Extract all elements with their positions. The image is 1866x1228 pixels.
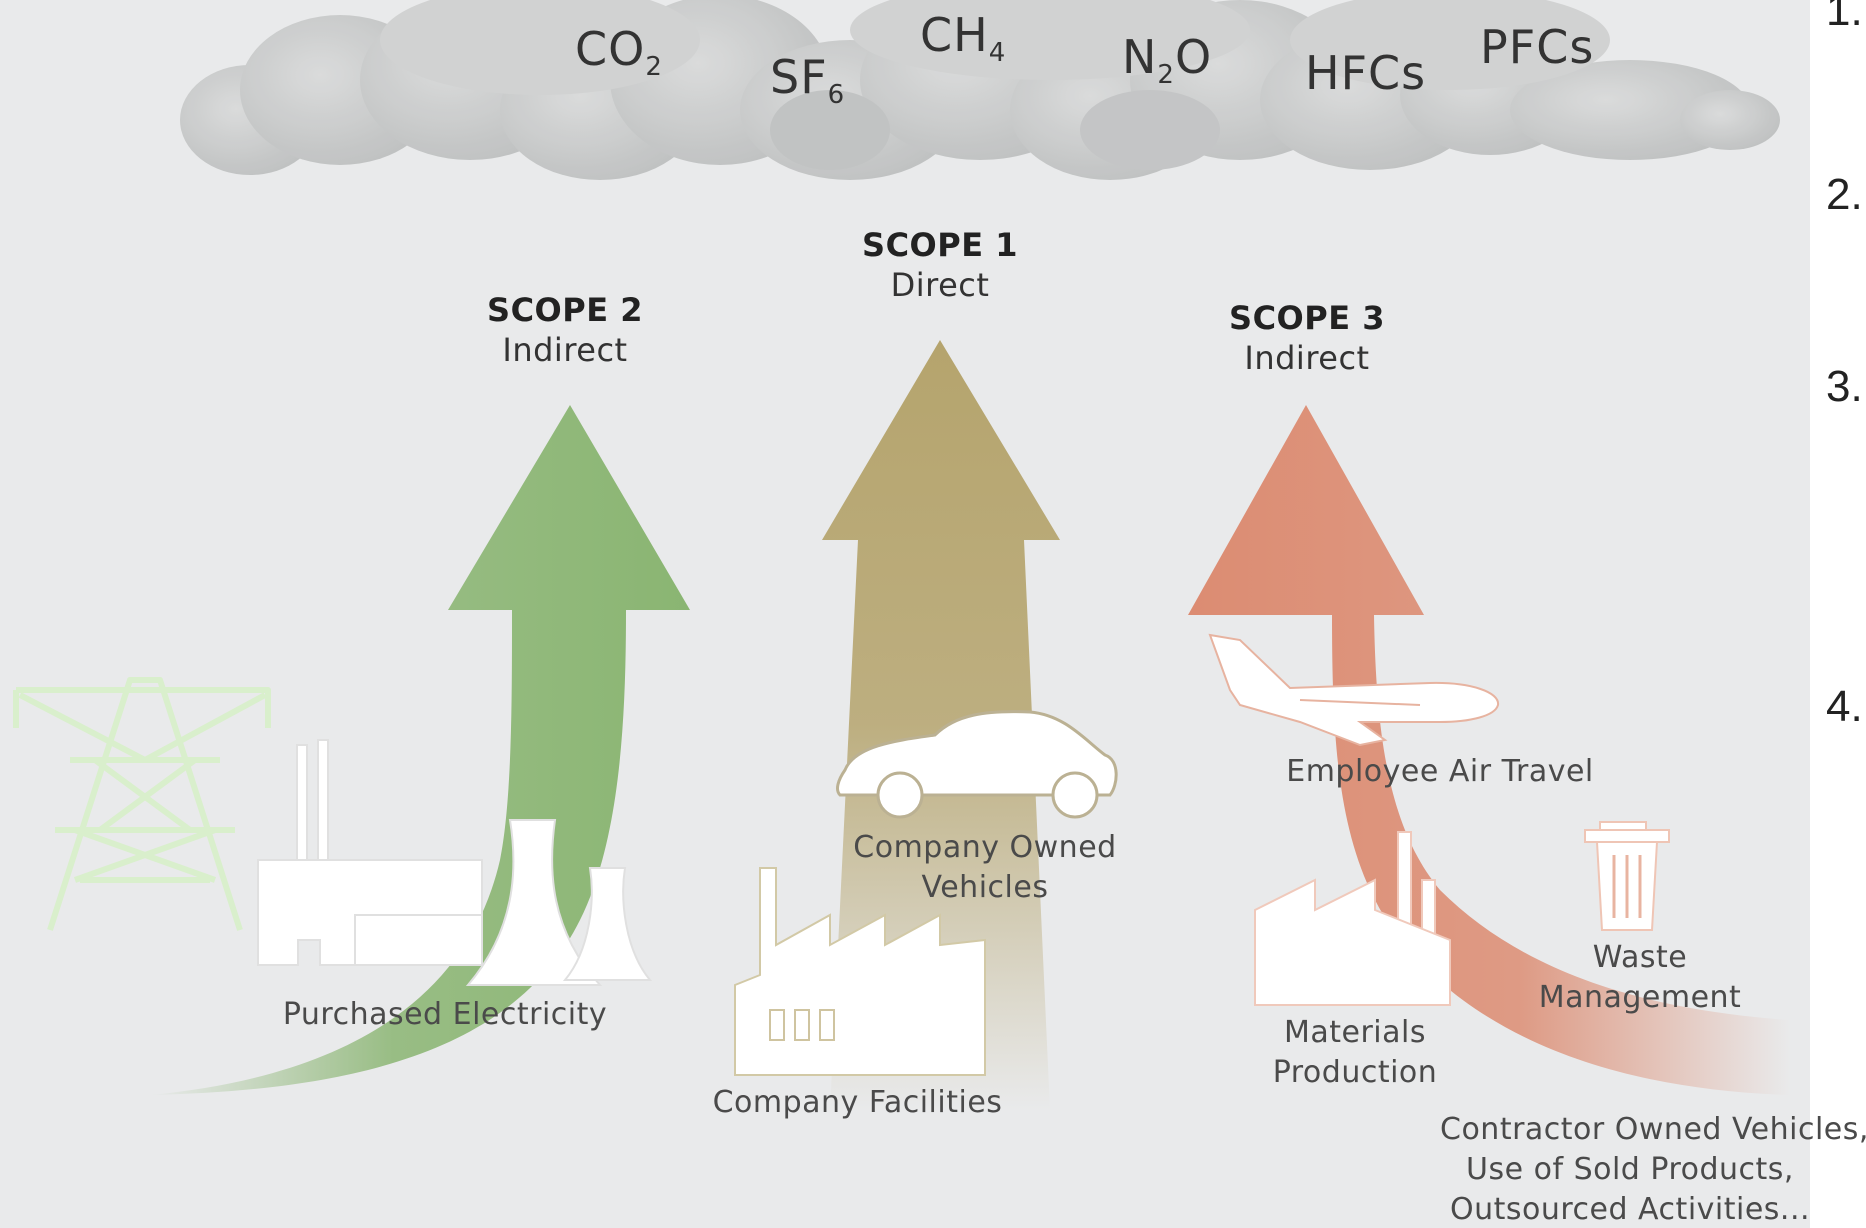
gas-hfcs: HFCs bbox=[1305, 46, 1427, 100]
scope1-subtitle: Direct bbox=[890, 266, 990, 304]
materials-factory-icon bbox=[1254, 831, 1451, 1006]
gas-sf6: SF6 bbox=[770, 50, 846, 111]
scope2-subtitle: Indirect bbox=[502, 331, 628, 369]
list-number-2: 2. bbox=[1826, 170, 1863, 219]
waste-management-label: Waste Management bbox=[1538, 940, 1742, 1015]
materials-production-label: Materials Production bbox=[1272, 1015, 1438, 1090]
scope3-subtitle: Indirect bbox=[1244, 339, 1370, 377]
list-number-3: 3. bbox=[1826, 362, 1863, 411]
scope2-title: SCOPE 2 bbox=[487, 291, 643, 329]
employee-air-travel-label: Employee Air Travel bbox=[1286, 754, 1594, 789]
purchased-electricity-label: Purchased Electricity bbox=[282, 997, 608, 1032]
trash-bin-icon bbox=[1584, 821, 1670, 931]
emissions-cloud bbox=[180, 0, 1780, 180]
power-plant-icon bbox=[257, 739, 653, 986]
right-margin bbox=[1810, 0, 1866, 1228]
scope3-heading: SCOPE 3 Indirect bbox=[1192, 298, 1422, 378]
gas-co2: CO2 bbox=[575, 22, 663, 83]
scope1-heading: SCOPE 1 Direct bbox=[825, 225, 1055, 305]
scope3-arrow bbox=[1188, 405, 1790, 1095]
scope1-title: SCOPE 1 bbox=[862, 226, 1018, 264]
company-owned-vehicles-label: Company Owned Vehicles bbox=[853, 830, 1117, 905]
other-sources-label: Contractor Owned Vehicles, Use of Sold P… bbox=[1440, 1112, 1866, 1227]
list-number-4: 4. bbox=[1826, 682, 1863, 731]
factory-icon bbox=[734, 867, 986, 1076]
gas-n2o: N2O bbox=[1122, 30, 1213, 91]
pylon-icon bbox=[13, 677, 271, 931]
airplane-icon bbox=[1208, 633, 1500, 747]
gas-ch4: CH4 bbox=[920, 8, 1007, 69]
car-icon bbox=[836, 710, 1118, 819]
scope3-title: SCOPE 3 bbox=[1229, 299, 1385, 337]
scope2-heading: SCOPE 2 Indirect bbox=[450, 290, 680, 370]
list-number-1: 1. bbox=[1826, 0, 1863, 35]
gas-pfcs: PFCs bbox=[1480, 20, 1595, 74]
company-facilities-label: Company Facilities bbox=[712, 1085, 1003, 1120]
